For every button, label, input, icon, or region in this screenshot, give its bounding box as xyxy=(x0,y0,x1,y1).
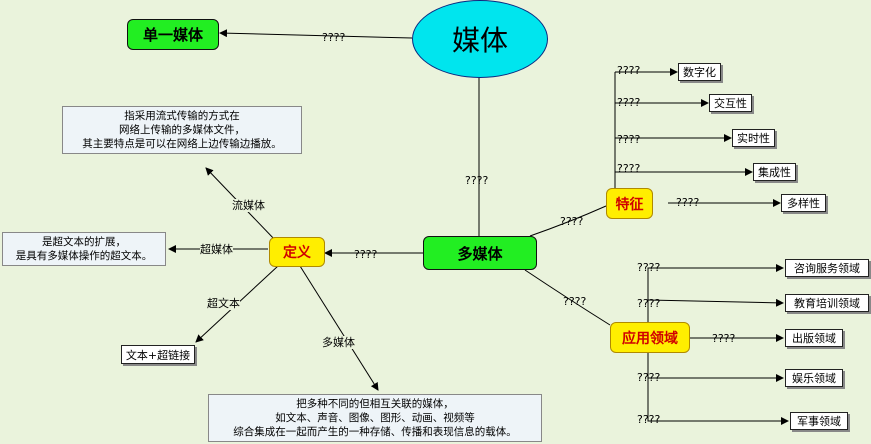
label-duomeiti-def: 多媒体 xyxy=(322,336,355,349)
label-liumeiti: 流媒体 xyxy=(232,199,265,212)
link-label: ???? xyxy=(637,413,661,426)
feature-jiaohuxing[interactable]: 交互性 xyxy=(709,94,752,112)
node-danyi-meiti[interactable]: 单一媒体 xyxy=(127,19,219,50)
link-label: ???? xyxy=(712,332,736,345)
note-liumeiti: 指采用流式传输的方式在 网络上传输的多媒体文件， 其主要特点是可以在网络上边传输… xyxy=(62,106,302,154)
link-label: ???? xyxy=(617,96,641,109)
note-chaomeiti: 是超文本的扩展， 是具有多媒体操作的超文本。 xyxy=(2,232,166,266)
app-zixun[interactable]: 咨询服务领域 xyxy=(785,259,869,277)
app-yule[interactable]: 娱乐领域 xyxy=(785,369,843,387)
feature-shuzihua[interactable]: 数字化 xyxy=(678,63,721,81)
feature-shishixing[interactable]: 实时性 xyxy=(732,129,775,147)
node-wenben-chaolianjie[interactable]: 文本+超链接 xyxy=(121,345,195,364)
label-chaowenben: 超文本 xyxy=(207,297,240,310)
node-yingyong[interactable]: 应用领域 xyxy=(610,322,690,353)
link-label: ???? xyxy=(637,371,661,384)
link-label: ???? xyxy=(617,64,641,77)
feature-jichengxing[interactable]: 集成性 xyxy=(753,163,796,181)
node-duomeiti[interactable]: 多媒体 xyxy=(423,236,537,270)
link-label: ???? xyxy=(617,133,641,146)
feature-duoyangxing[interactable]: 多样性 xyxy=(781,194,826,212)
link-label: ???? xyxy=(563,295,587,308)
note-duomeiti: 把多种不同的但相互关联的媒体， 如文本、声音、图像、图形、动画、视频等 综合集成… xyxy=(208,394,542,442)
app-junshi[interactable]: 军事领域 xyxy=(790,412,848,430)
link-label: ???? xyxy=(637,297,661,310)
app-jiaoyu[interactable]: 教育培训领域 xyxy=(785,294,869,312)
node-meiti[interactable]: 媒体 xyxy=(412,0,548,78)
link-label: ???? xyxy=(465,174,489,187)
node-tezheng[interactable]: 特征 xyxy=(606,188,653,219)
node-dingyi[interactable]: 定义 xyxy=(269,237,325,267)
link-label: ???? xyxy=(617,162,641,175)
link-label: ???? xyxy=(322,31,346,44)
link-label: ???? xyxy=(354,248,378,261)
label-chaomeiti: 超媒体 xyxy=(200,243,233,256)
link-label: ???? xyxy=(676,196,700,209)
link-label: ???? xyxy=(637,261,661,274)
link-label: ???? xyxy=(560,215,584,228)
app-chuban[interactable]: 出版领域 xyxy=(785,329,843,347)
